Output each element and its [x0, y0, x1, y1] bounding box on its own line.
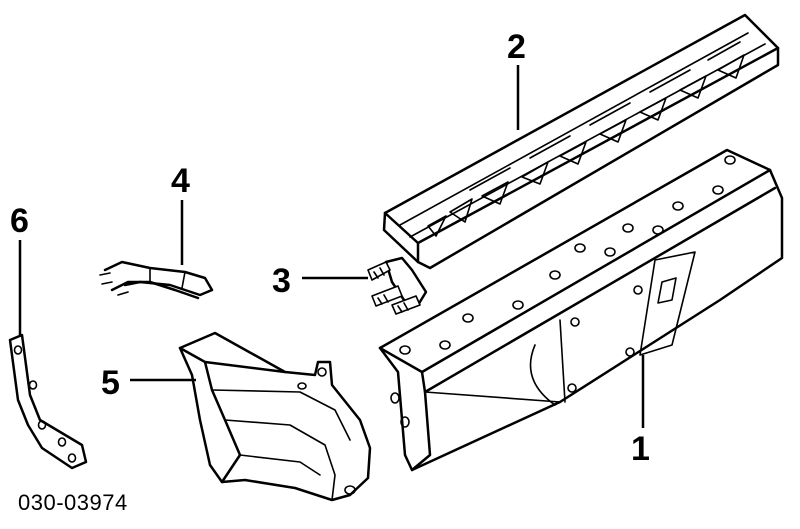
part-1-bumper-bar	[378, 148, 784, 472]
part-4-clip	[99, 260, 214, 300]
leader-lines	[18, 65, 645, 428]
callout-6: 6	[10, 202, 29, 240]
part-3-bolt-set	[367, 256, 428, 315]
part-2-chevron-slots	[427, 41, 745, 237]
part-5-cover	[178, 331, 372, 502]
part-1-bolt-holes	[390, 155, 736, 428]
callout-1: 1	[631, 430, 650, 468]
callout-5: 5	[101, 364, 120, 402]
callout-3: 3	[272, 262, 291, 300]
callout-4: 4	[171, 162, 190, 200]
part-2-step-plate	[382, 13, 780, 270]
diagram-part-number: 030-03974	[18, 490, 128, 515]
callout-2: 2	[507, 28, 526, 66]
part-6-bracket	[8, 333, 88, 470]
